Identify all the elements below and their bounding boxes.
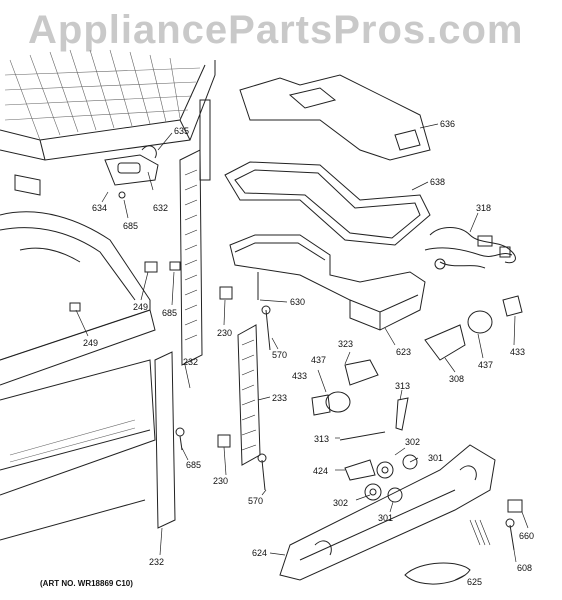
callout-323: 323 [338,339,354,349]
callout-232: 232 [149,557,165,567]
callout-302: 302 [333,498,349,508]
callout-308: 308 [449,374,465,384]
part-638-insulation [224,161,431,246]
callout-570: 570 [272,350,288,360]
callout-632: 632 [153,203,169,213]
freezer-compartment [0,49,216,196]
callout-685: 685 [123,221,139,231]
callout-230: 230 [213,476,229,486]
callout-437: 437 [311,355,327,365]
rail-233 [237,324,261,466]
art-number: (ART NO. WR18869 C10) [40,579,133,588]
part-624-control-housing [279,444,496,581]
callout-660: 660 [519,531,535,541]
callout-230: 230 [217,328,233,338]
part-623-housing [229,234,426,331]
callout-433: 433 [510,347,526,357]
callout-623: 623 [396,347,412,357]
switch-parts [339,397,418,503]
callout-636: 636 [440,119,456,129]
callout-249: 249 [133,302,149,312]
callout-635: 635 [174,126,190,136]
part-625-diffuser [404,562,471,585]
callout-424: 424 [313,466,329,476]
callout-433: 433 [292,371,308,381]
callout-233: 233 [272,393,288,403]
callout-570: 570 [248,496,264,506]
part-632-634-bracket [104,145,159,199]
callout-301: 301 [428,453,444,463]
part-660-part-608 [469,499,523,551]
callout-249: 249 [83,338,99,348]
rail-232-upper [179,149,203,366]
crisper-shelf [0,211,156,541]
part-636-cover [239,74,431,161]
lamp-assembly-right [424,295,523,361]
callout-630: 630 [290,297,306,307]
callout-318: 318 [476,203,492,213]
callout-638: 638 [430,177,446,187]
leader-lines [75,123,529,581]
callout-685: 685 [186,460,202,470]
fasteners [69,261,271,491]
callout-437: 437 [478,360,494,370]
callout-232: 232 [183,357,199,367]
callout-313: 313 [314,434,330,444]
callout-634: 634 [92,203,108,213]
callout-625: 625 [467,577,483,587]
lamp-assembly-left [311,359,379,416]
callout-624: 624 [252,548,268,558]
callout-685: 685 [162,308,178,318]
part-318-wiring-harness [424,227,516,270]
callout-608: 608 [517,563,533,573]
callout-302: 302 [405,437,421,447]
rail-232-lower [154,351,176,529]
watermark: AppliancePartsPros.com [28,8,524,52]
callout-313: 313 [395,381,411,391]
callout-301: 301 [378,513,394,523]
